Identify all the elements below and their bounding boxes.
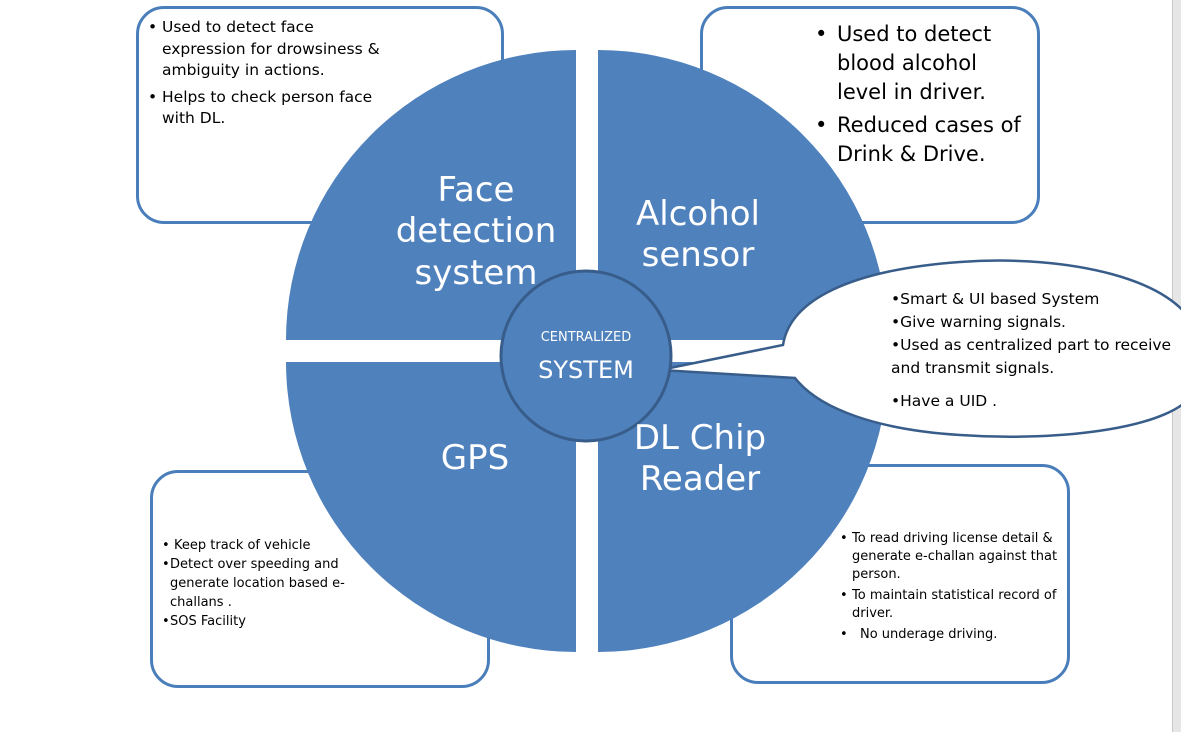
gps-quadrant[interactable] [286, 362, 576, 652]
system-callout-line: •Have a UID . [891, 392, 998, 410]
center-title-top: CENTRALIZED [540, 330, 632, 345]
dl-quadrant[interactable] [598, 362, 888, 652]
centralized-system-circle[interactable] [499, 269, 673, 443]
alcohol-callout-item: Reduced cases of Drink & Drive. [815, 111, 1030, 169]
system-callout-line: and transmit signals. [891, 359, 1055, 377]
alcohol-callout-list: Used to detect blood alcohol level in dr… [815, 20, 1030, 169]
face-callout-list: Used to detect face expression for drows… [148, 17, 384, 130]
gps-quadrant-label: GPS [440, 438, 510, 478]
system-callout-text: •Smart & UI based System •Give warning s… [891, 288, 1173, 413]
gps-callout-item: SOS Facility [162, 612, 362, 631]
system-callout-line: •Smart & UI based System [891, 290, 1100, 308]
gps-callout-item: Keep track of vehicle [162, 536, 362, 555]
face-quadrant-label: Face detection system [395, 170, 557, 293]
dl-callout-item: No underage driving. [840, 626, 1060, 644]
system-callout-line: •Used as centralized part to receive [891, 336, 1172, 354]
dl-quadrant-label: DL Chip Reader [633, 418, 767, 500]
system-speech-bubble [659, 259, 1181, 438]
face-callout-item: Used to detect face expression for drows… [148, 17, 384, 82]
alcohol-callout-item: Used to detect blood alcohol level in dr… [815, 20, 1030, 107]
face-callout-item: Helps to check person face with DL. [148, 87, 384, 130]
center-title-bottom: SYSTEM [538, 356, 634, 384]
face-quadrant[interactable] [286, 50, 576, 340]
dl-callout-item: To read driving license detail & generat… [840, 530, 1060, 584]
dl-callout-item: To maintain statistical record of driver… [840, 587, 1060, 623]
gps-callout-list: Keep track of vehicle Detect over speedi… [162, 536, 362, 631]
dl-callout-list: To read driving license detail & generat… [840, 530, 1060, 644]
gps-callout-item: Detect over speeding and generate locati… [162, 555, 362, 612]
alcohol-quadrant-label: Alcohol sensor [636, 194, 760, 276]
system-callout-line: •Give warning signals. [891, 313, 1066, 331]
alcohol-quadrant[interactable] [598, 50, 888, 340]
